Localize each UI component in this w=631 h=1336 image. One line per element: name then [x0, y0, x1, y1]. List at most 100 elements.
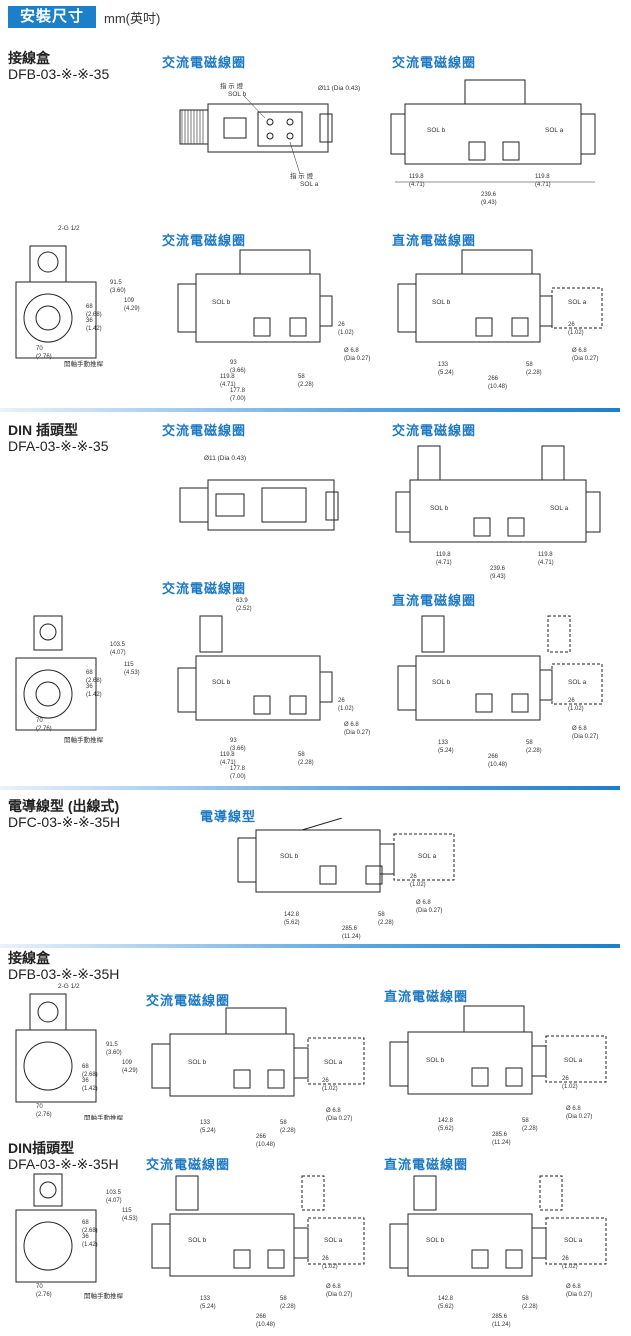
svg-text:58: 58: [522, 1296, 529, 1302]
drawing-front-view-10: SOL b SOL a 26(1.02) Ø 6.8(Dia 0.27) 133…: [151, 1175, 365, 1328]
svg-text:266: 266: [256, 1134, 267, 1140]
svg-text:開軸手動推桿: 開軸手動推桿: [64, 359, 104, 368]
svg-text:70: 70: [36, 718, 43, 724]
svg-text:119.8: 119.8: [220, 374, 235, 380]
svg-text:(4.07): (4.07): [110, 650, 126, 656]
svg-text:SOL a: SOL a: [300, 181, 319, 188]
svg-text:Ø 6.8: Ø 6.8: [416, 900, 431, 906]
drawing-front-view-11: SOL b SOL a 26(1.02) Ø 6.8(Dia 0.27) 142…: [389, 1175, 607, 1328]
svg-text:(5.62): (5.62): [284, 920, 300, 926]
svg-text:26: 26: [338, 698, 345, 704]
drawing-front-view-5: 63.9(2.52) SOL b 26(1.02) Ø 6.8(Dia 0.27…: [177, 598, 370, 780]
svg-text:(11.24): (11.24): [492, 1140, 511, 1146]
svg-text:Ø 6.8: Ø 6.8: [572, 726, 587, 732]
caption-ac-4: 交流電磁線圈: [162, 423, 247, 438]
svg-text:115: 115: [124, 662, 134, 668]
svg-text:(3.60): (3.60): [106, 1050, 122, 1056]
model-name-dfa-h: DIN插頭型: [8, 1140, 75, 1156]
svg-text:2-G 1/2: 2-G 1/2: [58, 983, 80, 990]
svg-text:(3.66): (3.66): [230, 746, 246, 752]
svg-text:2-G 1/2: 2-G 1/2: [58, 225, 80, 232]
svg-text:(Dia 0.27): (Dia 0.27): [326, 1116, 352, 1122]
svg-text:SOL a: SOL a: [564, 1237, 583, 1244]
caption-ac-7: 交流電磁線圈: [146, 993, 231, 1008]
svg-text:Ø11 (Dia 0.43): Ø11 (Dia 0.43): [318, 85, 360, 92]
svg-text:68: 68: [82, 1064, 89, 1070]
svg-text:(7.00): (7.00): [230, 774, 246, 780]
svg-text:26: 26: [568, 698, 575, 704]
drawing-side-view-1: 2-G 1/2 91.5(3.60) 109(4.29) 68(2.68) 36…: [15, 225, 140, 368]
svg-text:(2.28): (2.28): [280, 1128, 296, 1134]
svg-text:93: 93: [230, 738, 237, 744]
svg-text:SOL a: SOL a: [324, 1059, 343, 1066]
svg-text:(10.48): (10.48): [256, 1142, 275, 1148]
svg-text:(4.71): (4.71): [220, 382, 236, 388]
svg-text:(5.62): (5.62): [438, 1126, 454, 1132]
svg-text:SOL b: SOL b: [188, 1059, 207, 1066]
svg-text:(2.28): (2.28): [522, 1126, 538, 1132]
svg-text:SOL b: SOL b: [430, 505, 449, 512]
svg-text:Ø 6.8: Ø 6.8: [344, 348, 359, 354]
drawing-top-view-2: Ø11 (Dia 0.43): [179, 455, 339, 531]
svg-text:(1.02): (1.02): [562, 1084, 578, 1090]
svg-text:(1.02): (1.02): [410, 882, 426, 888]
svg-text:(4.71): (4.71): [436, 560, 452, 566]
section-title-badge: 安裝尺寸: [8, 6, 96, 28]
svg-text:SOL b: SOL b: [280, 853, 299, 860]
svg-text:119.8: 119.8: [220, 752, 235, 758]
svg-text:(1.42): (1.42): [82, 1086, 98, 1092]
model-name-dfb: 接線盒: [8, 50, 50, 66]
svg-text:119.8: 119.8: [409, 174, 424, 180]
svg-text:285.6: 285.6: [342, 926, 358, 932]
svg-text:36: 36: [82, 1234, 89, 1240]
svg-text:SOL b: SOL b: [426, 1057, 445, 1064]
svg-text:109: 109: [122, 1060, 133, 1066]
svg-text:26: 26: [322, 1078, 329, 1084]
svg-text:(4.53): (4.53): [122, 1216, 138, 1222]
svg-text:開軸手動推桿: 開軸手動推桿: [84, 1291, 124, 1300]
svg-text:36: 36: [82, 1078, 89, 1084]
svg-text:285.6: 285.6: [492, 1314, 508, 1320]
svg-text:(Dia 0.27): (Dia 0.27): [572, 734, 598, 740]
svg-text:(3.60): (3.60): [110, 288, 126, 294]
svg-text:(1.42): (1.42): [86, 692, 102, 698]
svg-text:103.5: 103.5: [110, 642, 126, 648]
svg-text:58: 58: [526, 362, 533, 368]
svg-text:(1.02): (1.02): [562, 1264, 578, 1270]
svg-text:(1.02): (1.02): [322, 1086, 338, 1092]
svg-text:109: 109: [124, 298, 135, 304]
svg-text:開軸手動推桿: 開軸手動推桿: [64, 735, 104, 744]
caption-ac-3: 交流電磁線圈: [162, 233, 247, 248]
svg-text:SOL b: SOL b: [427, 127, 446, 134]
drawing-front-view-2: SOL b 26(1.02) Ø 6.8(Dia 0.27) 93(3.66) …: [177, 249, 370, 402]
svg-text:(2.76): (2.76): [36, 1292, 52, 1298]
svg-text:(Dia 0.27): (Dia 0.27): [326, 1292, 352, 1298]
svg-text:58: 58: [526, 740, 533, 746]
svg-text:142.8: 142.8: [438, 1296, 454, 1302]
caption-ac-1: 交流電磁線圈: [162, 55, 247, 70]
svg-text:(4.07): (4.07): [106, 1198, 122, 1204]
svg-text:(3.66): (3.66): [230, 368, 246, 374]
svg-text:Ø 6.8: Ø 6.8: [344, 722, 359, 728]
svg-text:(5.24): (5.24): [200, 1304, 216, 1310]
svg-text:177.8: 177.8: [230, 766, 246, 772]
section-divider-1: [0, 408, 620, 412]
svg-text:(10.48): (10.48): [256, 1322, 275, 1328]
svg-text:(1.02): (1.02): [338, 706, 354, 712]
caption-dc-3: 直流電磁線圈: [384, 989, 469, 1004]
svg-text:(1.02): (1.02): [568, 330, 584, 336]
svg-text:Ø 6.8: Ø 6.8: [326, 1284, 341, 1290]
svg-text:115: 115: [122, 1208, 132, 1214]
svg-text:26: 26: [562, 1256, 569, 1262]
svg-text:142.8: 142.8: [284, 912, 300, 918]
svg-text:(Dia 0.27): (Dia 0.27): [344, 356, 370, 362]
svg-text:開軸手動推桿: 開軸手動推桿: [84, 1113, 124, 1120]
drawing-top-view-1: 指 示 燈 SOL b Ø11 (Dia 0.43) 指 示 燈 SOL a: [179, 81, 360, 188]
model-name-dfb-h: 接線盒: [8, 950, 50, 966]
svg-text:68: 68: [86, 304, 93, 310]
svg-text:(1.02): (1.02): [322, 1264, 338, 1270]
svg-text:(2.28): (2.28): [526, 748, 542, 754]
svg-text:133: 133: [438, 740, 449, 746]
svg-text:(10.48): (10.48): [488, 384, 507, 390]
svg-text:(Dia 0.27): (Dia 0.27): [566, 1292, 592, 1298]
